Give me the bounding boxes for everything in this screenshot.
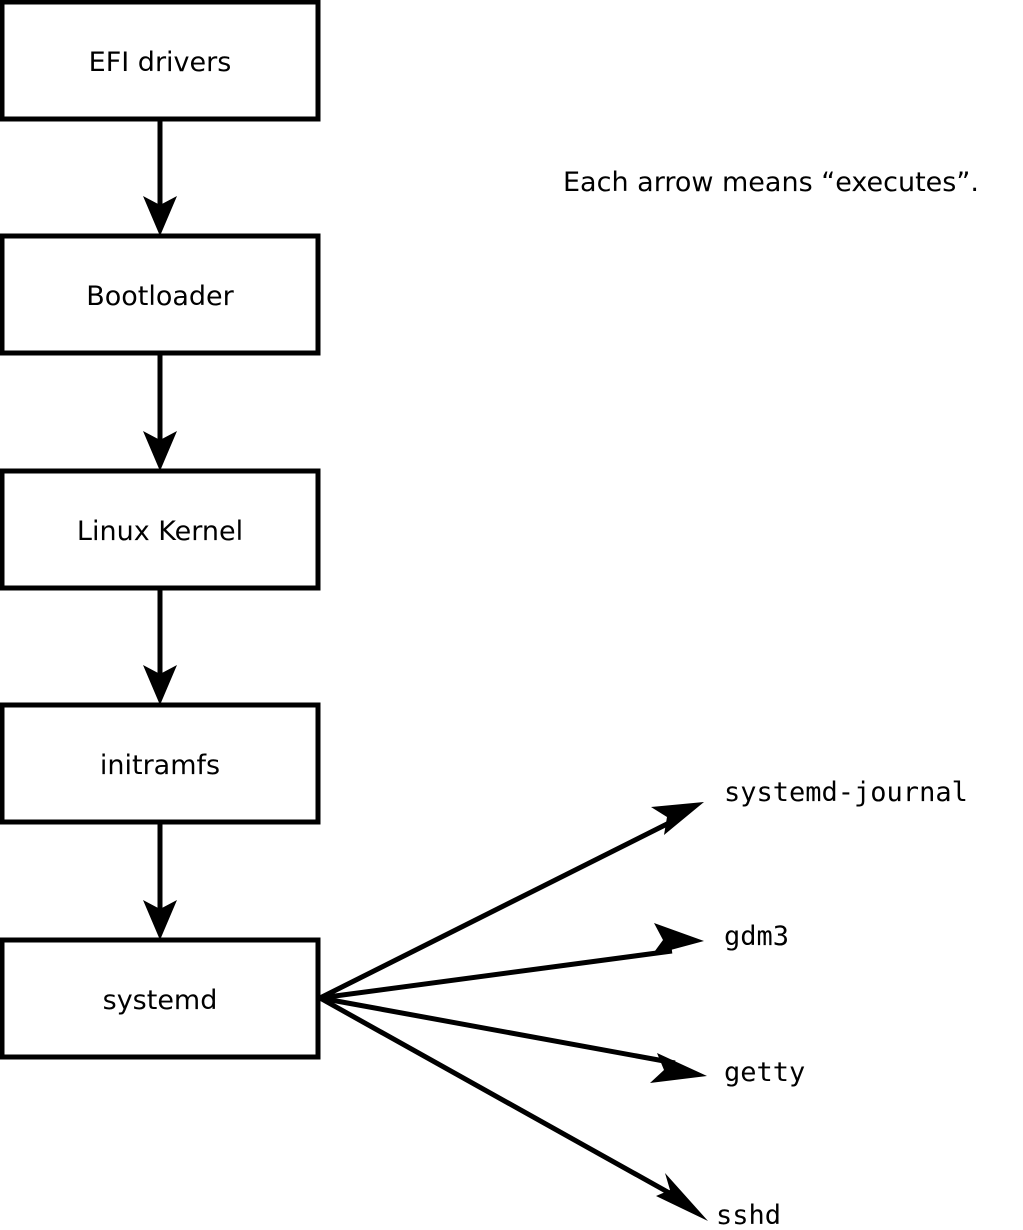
node-initramfs[interactable]: initramfs bbox=[0, 702, 321, 825]
legend-note: Each arrow means “executes”. bbox=[563, 167, 979, 198]
arrow-head-icon bbox=[656, 1173, 708, 1221]
arrow-head-icon bbox=[143, 665, 177, 705]
service-arrow-systemd-journal bbox=[318, 802, 704, 1001]
arrow-head-icon bbox=[143, 900, 177, 940]
arrow-head-icon bbox=[143, 196, 177, 236]
node-box[interactable] bbox=[0, 468, 321, 591]
chain-arrow-initramfs-to-systemd bbox=[143, 822, 177, 940]
service-label-sshd: sshd bbox=[716, 1200, 781, 1230]
service-label-gdm3: gdm3 bbox=[724, 921, 789, 952]
node-label: Bootloader bbox=[86, 281, 234, 312]
arrow-shaft bbox=[318, 819, 673, 1001]
node-label: EFI drivers bbox=[89, 47, 232, 78]
node-label: Linux Kernel bbox=[77, 516, 243, 547]
arrow-head-icon bbox=[143, 431, 177, 471]
node-efi-drivers[interactable]: EFI drivers bbox=[0, 0, 321, 122]
node-bootloader[interactable]: Bootloader bbox=[0, 233, 321, 356]
node-box[interactable] bbox=[0, 937, 321, 1060]
arrow-shaft bbox=[319, 948, 673, 1001]
node-systemd[interactable]: systemd bbox=[0, 937, 321, 1060]
arrow-shaft bbox=[319, 995, 676, 1066]
arrow-head-icon bbox=[651, 802, 704, 835]
node-box[interactable] bbox=[0, 702, 321, 825]
chain-arrow-efi-to-bootloader bbox=[143, 119, 177, 236]
node-box[interactable] bbox=[0, 233, 321, 356]
service-label-systemd-journal: systemd-journal bbox=[724, 777, 968, 808]
chain-arrow-kernel-to-initramfs bbox=[143, 588, 177, 705]
node-linux-kernel[interactable]: Linux Kernel bbox=[0, 468, 321, 591]
node-label: systemd bbox=[103, 985, 218, 1016]
service-label-getty: getty bbox=[724, 1057, 805, 1088]
service-arrow-gdm3 bbox=[319, 923, 704, 1001]
arrow-head-icon bbox=[650, 1053, 707, 1083]
chain-arrow-bootloader-to-kernel bbox=[143, 353, 177, 471]
arrow-shaft bbox=[318, 995, 675, 1198]
node-label: initramfs bbox=[100, 750, 220, 781]
service-arrow-sshd bbox=[318, 995, 708, 1221]
node-box[interactable] bbox=[0, 0, 321, 122]
service-arrow-getty bbox=[319, 995, 707, 1083]
arrow-head-icon bbox=[652, 923, 704, 955]
